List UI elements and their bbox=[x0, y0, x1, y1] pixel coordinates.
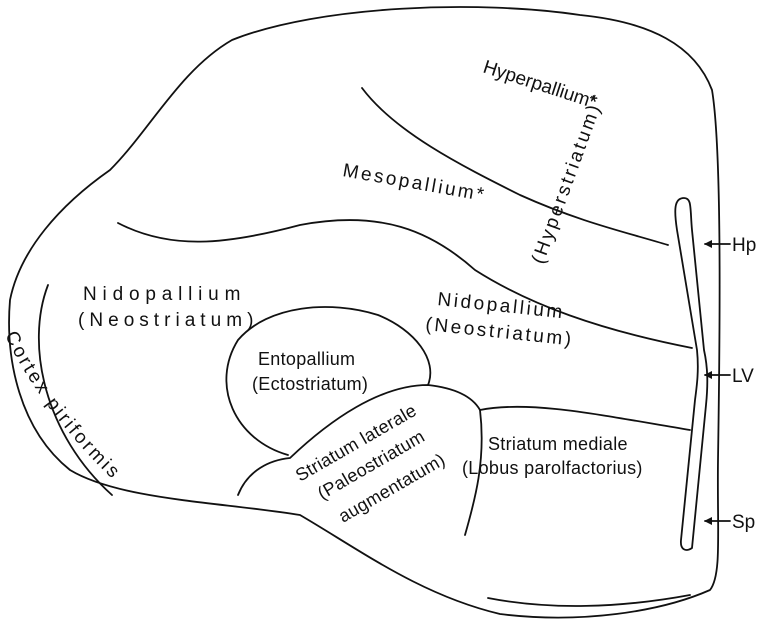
cortex-piriformis-boundary bbox=[37, 284, 113, 496]
striatum-laterale-medial-boundary bbox=[464, 409, 483, 536]
entopallium-label: Entopallium bbox=[258, 349, 355, 369]
cortex-piriformis-label: Cortex piriformis bbox=[0, 328, 125, 484]
lobus-parolfactorius-label: (Lobus parolfactorius) bbox=[462, 458, 643, 478]
lv-pointer bbox=[704, 371, 731, 379]
entopallium-boundary bbox=[225, 306, 432, 456]
lamina-frontalis-superior bbox=[361, 87, 669, 246]
hp-pointer bbox=[704, 240, 731, 248]
striatum-mediale-label: Striatum mediale bbox=[488, 434, 628, 454]
lamina-mesopallialis bbox=[117, 219, 693, 349]
hemisphere-outline bbox=[8, 6, 721, 619]
ventral-boundary bbox=[487, 594, 691, 607]
sp-pointer bbox=[704, 517, 731, 525]
hp-marker-label: Hp bbox=[732, 235, 756, 256]
lamina-medullaris-dorsalis bbox=[237, 384, 691, 496]
nidopallium-left-label: Nidopallium bbox=[83, 284, 243, 305]
hyperstriatum-label: (Hyperstriatum)* bbox=[528, 90, 609, 266]
lv-marker-label: LV bbox=[732, 366, 754, 387]
ectostriatum-label: (Ectostriatum) bbox=[252, 374, 368, 394]
sp-marker-label: Sp bbox=[732, 512, 755, 533]
neostriatum-left-label: (Neostriatum) bbox=[78, 310, 256, 331]
lateral-ventricle bbox=[674, 197, 709, 551]
hyperpallium-label: Hyperpallium* bbox=[480, 57, 600, 114]
